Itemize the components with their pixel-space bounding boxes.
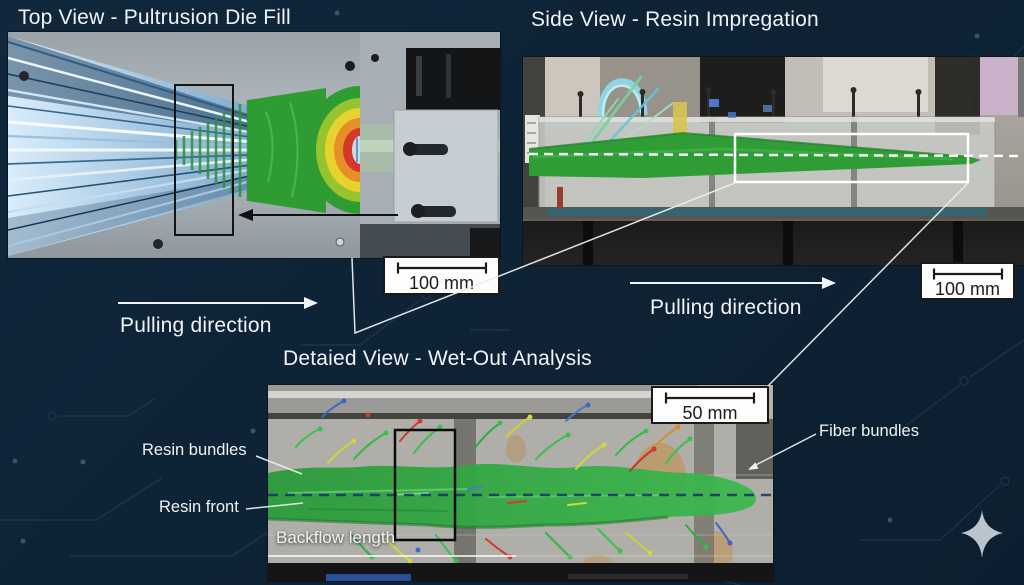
scale-bar-side-view: 100 mm <box>920 262 1015 300</box>
pulling-direction-arrow-right <box>630 277 836 289</box>
backflow-length-label: Backflow length <box>276 528 396 547</box>
zoom-region-outline-detail-view <box>393 428 457 542</box>
scale-ruler-icon <box>664 392 756 404</box>
fiber-bundles-label: Fiber bundles <box>819 422 919 440</box>
detail-view-photo <box>268 385 773 581</box>
resin-front-label: Resin front <box>159 498 239 516</box>
scale-label: 100 mm <box>408 273 475 293</box>
zoom-region-outline-top-view <box>174 84 234 236</box>
pulling-direction-label-right: Pulling direction <box>650 296 802 319</box>
resin-bundles-label: Resin bundles <box>142 441 247 459</box>
scale-bar-top-view: 100 mm <box>383 256 500 295</box>
top-view-title: Top View - Pultrusion Die Fill <box>18 6 291 29</box>
zoom-region-outline-side-view <box>733 132 970 184</box>
sparkle-icon <box>961 510 1003 558</box>
scale-label: 100 mm <box>934 279 1001 299</box>
side-view-title: Side View - Resin Impregation <box>531 8 819 31</box>
scale-label: 50 mm <box>682 403 738 423</box>
scale-bar-detail-view: 50 mm <box>651 386 769 424</box>
top-view-photo <box>8 32 500 258</box>
pulling-direction-arrow-left <box>118 297 318 309</box>
detail-view-title: Detaied View - Wet-Out Analysis <box>283 347 592 370</box>
pulling-direction-label-left: Pulling direction <box>120 314 272 337</box>
side-view-photo <box>523 57 1024 265</box>
